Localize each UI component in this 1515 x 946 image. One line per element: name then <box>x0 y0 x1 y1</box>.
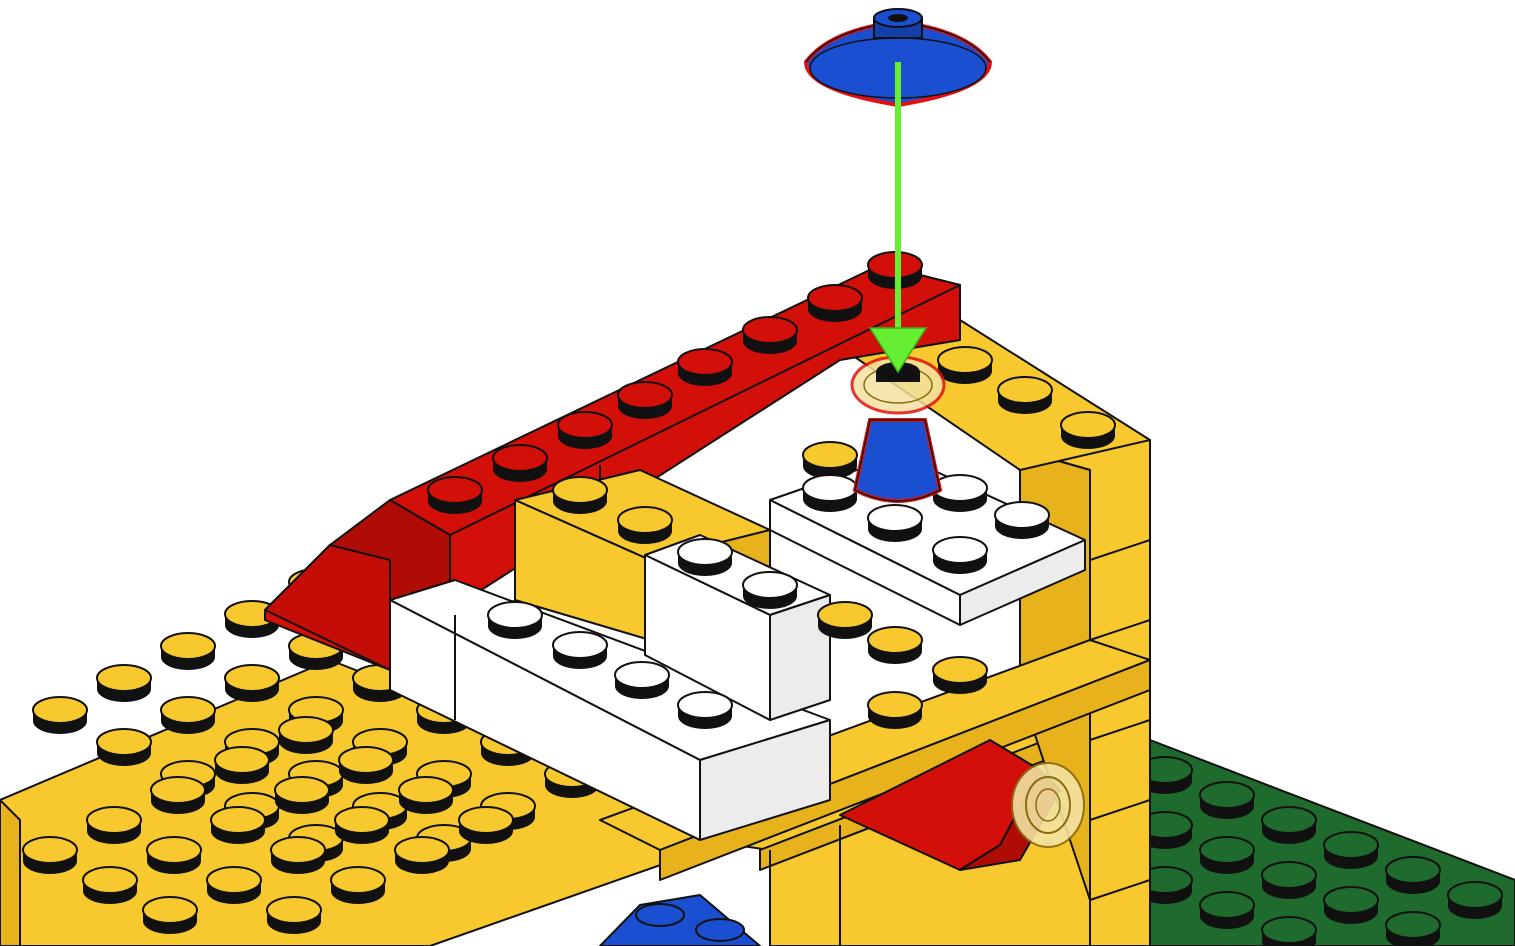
yellow-stud <box>868 692 922 729</box>
yellow-baseplate-stud <box>33 697 87 734</box>
yellow-baseplate-stud <box>275 777 329 814</box>
white-stud <box>803 475 857 512</box>
yellow-stud <box>998 377 1052 414</box>
white-stud <box>995 502 1049 539</box>
trans-yellow-round-plate <box>1012 763 1084 847</box>
red-stud <box>678 349 732 386</box>
white-stud <box>743 572 797 609</box>
yellow-stud <box>1061 412 1115 449</box>
white-stud <box>553 632 607 669</box>
yellow-baseplate-stud <box>23 837 77 874</box>
yellow-baseplate-stud <box>267 897 321 934</box>
white-stud <box>933 537 987 574</box>
green-baseplate-stud <box>1386 857 1440 894</box>
green-baseplate <box>1138 740 1515 946</box>
yellow-baseplate-stud <box>97 729 151 766</box>
green-baseplate-stud <box>1200 837 1254 874</box>
yellow-baseplate-stud <box>87 807 141 844</box>
green-baseplate-stud <box>1262 807 1316 844</box>
yellow-stud <box>803 442 857 479</box>
yellow-baseplate-stud <box>279 717 333 754</box>
yellow-stud <box>818 602 872 639</box>
white-stud <box>933 475 987 512</box>
white-stud <box>615 662 669 699</box>
yellow-baseplate-stud <box>271 837 325 874</box>
yellow-stud <box>933 657 987 694</box>
yellow-baseplate-stud <box>161 633 215 670</box>
yellow-stud <box>938 347 992 384</box>
red-stud <box>618 382 672 419</box>
red-stud <box>493 445 547 482</box>
yellow-baseplate-stud <box>395 837 449 874</box>
yellow-stud <box>618 507 672 544</box>
white-stud <box>678 539 732 576</box>
green-baseplate-stud <box>1200 782 1254 819</box>
yellow-baseplate-stud <box>143 897 197 934</box>
white-stud <box>488 602 542 639</box>
yellow-baseplate-stud <box>339 747 393 784</box>
white-stud <box>868 505 922 542</box>
red-stud <box>558 412 612 449</box>
yellow-baseplate-stud <box>331 867 385 904</box>
yellow-baseplate-stud <box>147 837 201 874</box>
green-baseplate-stud <box>1448 882 1502 919</box>
yellow-baseplate-stud <box>151 777 205 814</box>
green-baseplate-stud <box>1324 887 1378 924</box>
red-stud <box>743 317 797 354</box>
white-stud <box>678 692 732 729</box>
green-baseplate-stud <box>1262 862 1316 899</box>
yellow-baseplate-stud <box>97 665 151 702</box>
green-baseplate-stud <box>1324 832 1378 869</box>
yellow-baseplate-stud <box>215 747 269 784</box>
red-stud <box>808 285 862 322</box>
yellow-baseplate-stud <box>207 867 261 904</box>
yellow-baseplate-stud <box>225 665 279 702</box>
green-baseplate-stud <box>1386 912 1440 946</box>
yellow-stud <box>553 477 607 514</box>
green-baseplate-stud <box>1200 892 1254 929</box>
blue-cone <box>852 357 944 501</box>
yellow-baseplate-stud <box>161 697 215 734</box>
yellow-baseplate-stud <box>83 867 137 904</box>
yellow-baseplate-stud <box>459 807 513 844</box>
yellow-stud <box>868 627 922 664</box>
yellow-baseplate-stud <box>211 807 265 844</box>
red-stud <box>428 477 482 514</box>
blue-plate-bottom <box>600 895 760 946</box>
green-baseplate-stud <box>1262 917 1316 946</box>
yellow-baseplate-stud <box>399 777 453 814</box>
yellow-baseplate-stud <box>335 807 389 844</box>
